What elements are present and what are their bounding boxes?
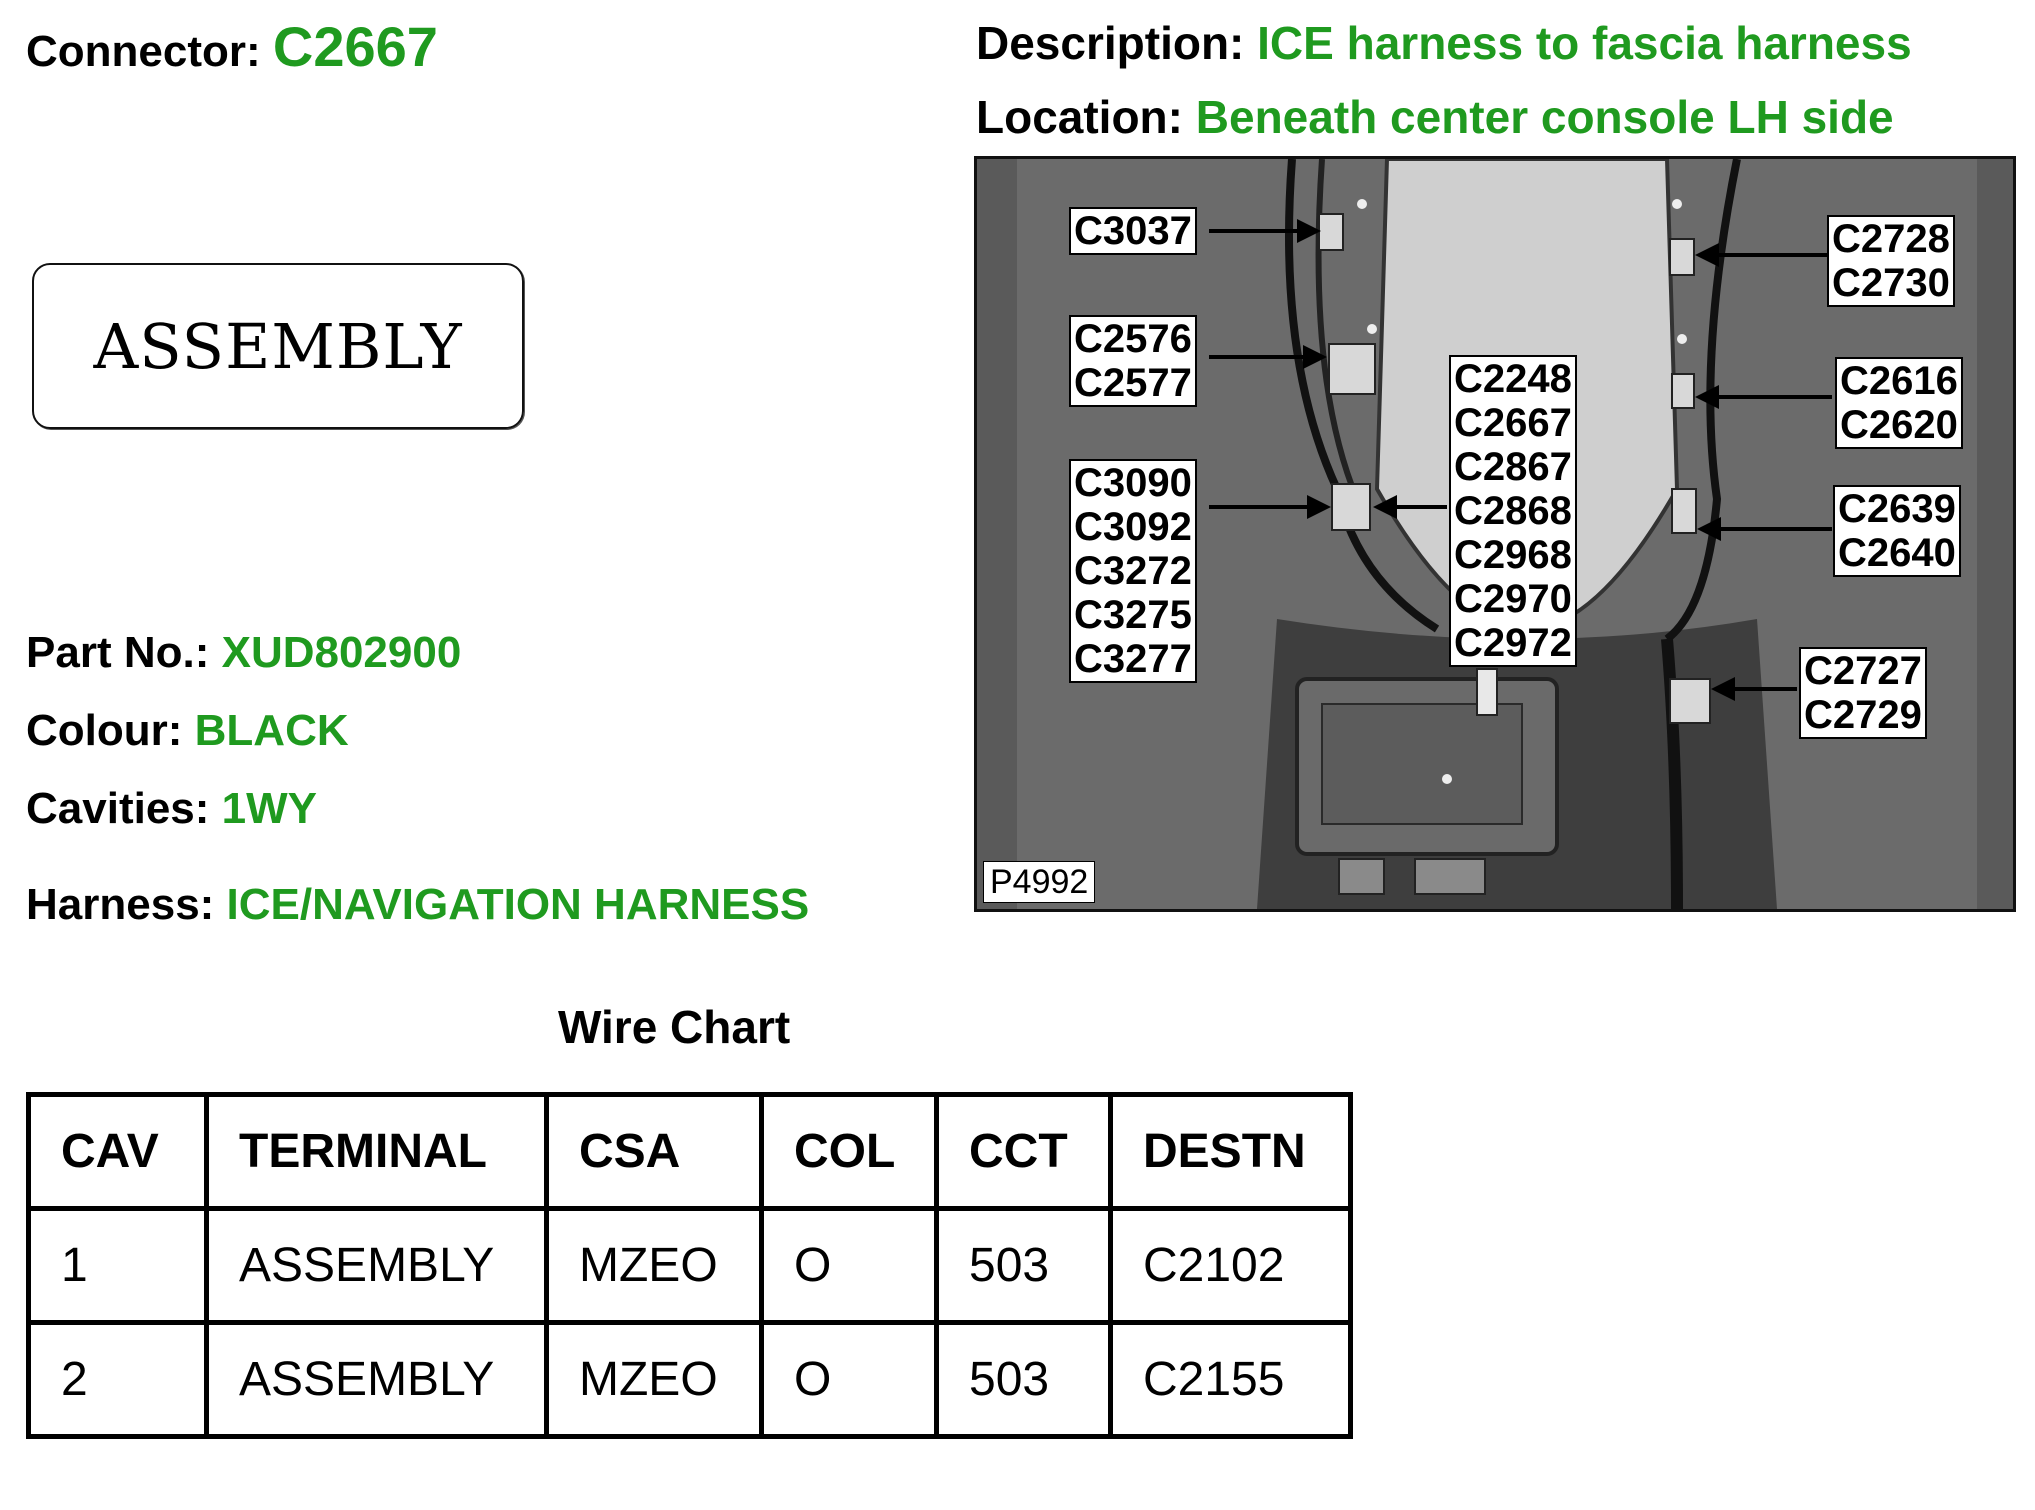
- header-col: COL: [759, 1092, 939, 1211]
- label-c2576-c2577: C2576 C2577: [1069, 315, 1197, 407]
- cell-terminal: ASSEMBLY: [204, 1206, 549, 1325]
- header-cct: CCT: [934, 1092, 1113, 1211]
- label-c2639-c2640: C2639 C2640: [1833, 485, 1961, 577]
- cell-cct: 503: [934, 1206, 1113, 1325]
- cell-csa: MZEO: [544, 1206, 764, 1325]
- header-csa: CSA: [544, 1092, 764, 1211]
- table-row: 1 ASSEMBLY MZEO O 503 C2102: [26, 1206, 1353, 1325]
- cell-col: O: [759, 1206, 939, 1325]
- part-no-field: Part No.: XUD802900: [26, 628, 461, 678]
- cell-csa: MZEO: [544, 1320, 764, 1439]
- label-c2728-c2730: C2728 C2730: [1827, 215, 1955, 307]
- table-header-row: CAV TERMINAL CSA COL CCT DESTN: [26, 1092, 1353, 1211]
- harness-field: Harness: ICE/NAVIGATION HARNESS: [26, 880, 809, 930]
- table-row: 2 ASSEMBLY MZEO O 503 C2155: [26, 1320, 1353, 1439]
- photo-id: P4992: [983, 861, 1096, 903]
- connector-field: Connector: C2667: [26, 14, 438, 79]
- connector-label: Connector:: [26, 27, 261, 76]
- location-label: Location:: [976, 91, 1183, 143]
- description-label: Description:: [976, 17, 1245, 69]
- label-c3037: C3037: [1069, 207, 1197, 255]
- colour-field: Colour: BLACK: [26, 706, 349, 756]
- cavities-field: Cavities: 1WY: [26, 784, 317, 834]
- location-field: Location: Beneath center console LH side: [976, 90, 1894, 144]
- colour-label: Colour:: [26, 706, 183, 755]
- connector-value: C2667: [272, 15, 438, 78]
- description-value: ICE harness to fascia harness: [1257, 17, 1912, 69]
- description-field: Description: ICE harness to fascia harne…: [976, 16, 1912, 70]
- wire-chart-table: CAV TERMINAL CSA COL CCT DESTN 1 ASSEMBL…: [26, 1092, 1353, 1439]
- header-cav: CAV: [26, 1092, 209, 1211]
- wire-chart-title: Wire Chart: [558, 1001, 791, 1053]
- header-destn: DESTN: [1108, 1092, 1353, 1211]
- label-c2727-c2729: C2727 C2729: [1799, 647, 1927, 739]
- colour-value: BLACK: [194, 706, 349, 755]
- harness-value: ICE/NAVIGATION HARNESS: [226, 880, 810, 929]
- harness-label: Harness:: [26, 880, 215, 929]
- label-c2248-group: C2248 C2667 C2867 C2868 C2968 C2970 C297…: [1449, 355, 1577, 667]
- part-no-value: XUD802900: [221, 628, 462, 677]
- label-c3090-group: C3090 C3092 C3272 C3275 C3277: [1069, 459, 1197, 683]
- location-photo: C3037 C2576 C2577 C3090 C3092 C3272 C327…: [974, 156, 2016, 912]
- part-no-label: Part No.:: [26, 628, 210, 677]
- cell-destn: C2102: [1108, 1206, 1353, 1325]
- cell-cct: 503: [934, 1320, 1113, 1439]
- cell-terminal: ASSEMBLY: [204, 1320, 549, 1439]
- cavities-value: 1WY: [221, 784, 318, 833]
- cell-cav: 1: [26, 1206, 209, 1325]
- assembly-box: ASSEMBLY: [32, 263, 524, 429]
- header-terminal: TERMINAL: [204, 1092, 549, 1211]
- cell-destn: C2155: [1108, 1320, 1353, 1439]
- location-value: Beneath center console LH side: [1195, 91, 1894, 143]
- label-c2616-c2620: C2616 C2620: [1835, 357, 1963, 449]
- cavities-label: Cavities:: [26, 784, 210, 833]
- cell-col: O: [759, 1320, 939, 1439]
- cell-cav: 2: [26, 1320, 209, 1439]
